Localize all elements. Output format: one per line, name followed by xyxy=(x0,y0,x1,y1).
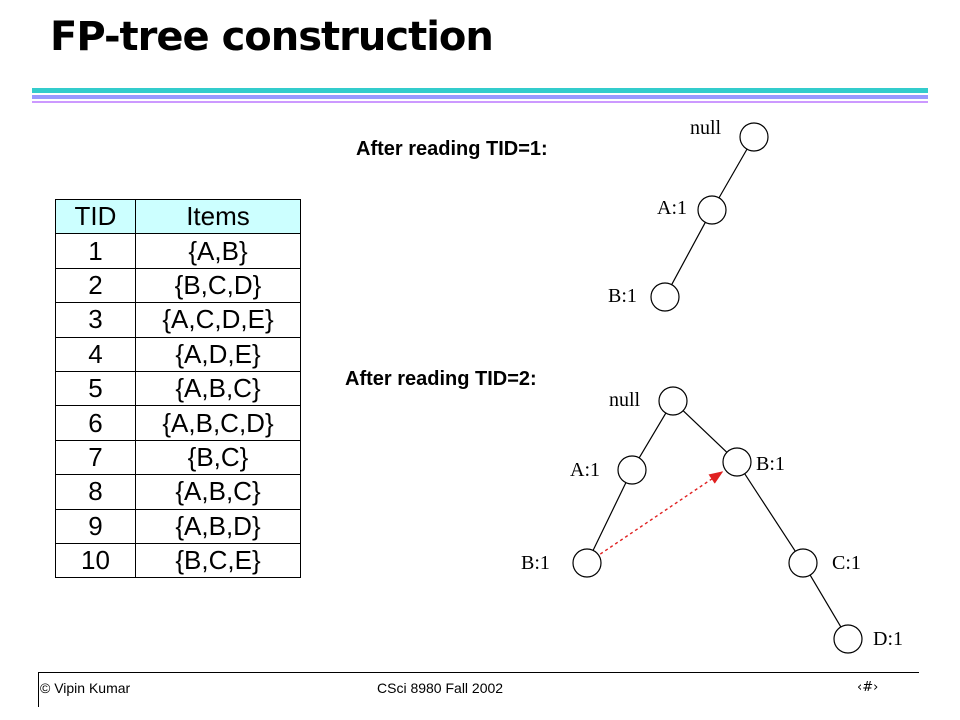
header-items: Items xyxy=(135,198,301,235)
cell-items: {A,B} xyxy=(135,233,301,269)
title-underline-teal xyxy=(32,88,928,93)
cell-tid: 5 xyxy=(55,370,136,407)
tree2-caption: After reading TID=2: xyxy=(345,368,537,390)
tree-node-d xyxy=(833,624,863,654)
title-underline-violet xyxy=(32,101,928,103)
node-link-arrow xyxy=(599,471,724,555)
tree-node-a xyxy=(697,195,727,225)
tree-node-label-null: null xyxy=(609,389,641,411)
tree-node-label-c: C:1 xyxy=(832,552,861,574)
table-row: 4{A,D,E} xyxy=(55,336,301,372)
cell-tid: 3 xyxy=(55,302,136,338)
transaction-table: TID Items 1{A,B}2{B,C,D}3{A,C,D,E}4{A,D,… xyxy=(55,198,301,579)
tree-node-c xyxy=(788,548,818,578)
table-row: 9{A,B,D} xyxy=(55,508,301,544)
tree-edge-null-a xyxy=(718,148,748,199)
cell-items: {B,C,D} xyxy=(135,267,301,304)
table-row: 6{A,B,C,D} xyxy=(55,405,301,441)
tree-edge-null-a xyxy=(638,412,667,459)
table-row: 8{A,B,C} xyxy=(55,474,301,510)
table-row: 7{B,C} xyxy=(55,439,301,476)
cell-tid: 9 xyxy=(55,508,136,544)
tree-edge-a-ab xyxy=(592,482,627,551)
footer-page-number: ‹#› xyxy=(857,680,879,695)
tree1-caption: After reading TID=1: xyxy=(356,138,548,160)
tree-node-b xyxy=(722,447,752,477)
tree-node-label-ab: B:1 xyxy=(521,552,550,574)
cell-tid: 2 xyxy=(55,267,136,304)
cell-tid: 4 xyxy=(55,336,136,372)
footer-course: CSci 8980 Fall 2002 xyxy=(377,680,504,696)
footer-copyright: © Vipin Kumar xyxy=(40,680,131,696)
table-row: 2{B,C,D} xyxy=(55,267,301,304)
tree-node-null xyxy=(658,386,688,416)
cell-items: {B,C} xyxy=(135,439,301,476)
tree-node-ab xyxy=(572,548,602,578)
cell-items: {B,C,E} xyxy=(135,542,301,579)
tree-edge-c-d xyxy=(809,574,842,628)
cell-tid: 8 xyxy=(55,474,136,510)
tree-node-label-b: B:1 xyxy=(608,285,637,307)
title-underline-blue xyxy=(32,95,928,99)
cell-items: {A,D,E} xyxy=(135,336,301,372)
cell-items: {A,B,D} xyxy=(135,508,301,544)
cell-items: {A,B,C} xyxy=(135,370,301,407)
tree-node-label-d: D:1 xyxy=(873,628,903,650)
tree-node-a xyxy=(617,455,647,485)
tree-node-label-a: A:1 xyxy=(570,459,600,481)
tree-node-label-a: A:1 xyxy=(657,197,687,219)
tree-node-null xyxy=(739,122,769,152)
tree-node-label-null: null xyxy=(690,117,722,139)
table-row: 5{A,B,C} xyxy=(55,370,301,407)
tree-node-label-b: B:1 xyxy=(756,453,785,475)
table-row: 3{A,C,D,E} xyxy=(55,302,301,338)
slide-title: FP-tree construction xyxy=(50,14,494,60)
tree-edge-null-b xyxy=(682,410,728,453)
cell-items: {A,B,C} xyxy=(135,474,301,510)
tree-edge-a-b xyxy=(671,222,706,285)
table-row: 10{B,C,E} xyxy=(55,542,301,579)
cell-items: {A,B,C,D} xyxy=(135,405,301,441)
tree-node-b xyxy=(650,282,680,312)
cell-items: {A,C,D,E} xyxy=(135,302,301,338)
footer-frame xyxy=(38,672,919,707)
tree-edge-b-c xyxy=(744,473,796,552)
